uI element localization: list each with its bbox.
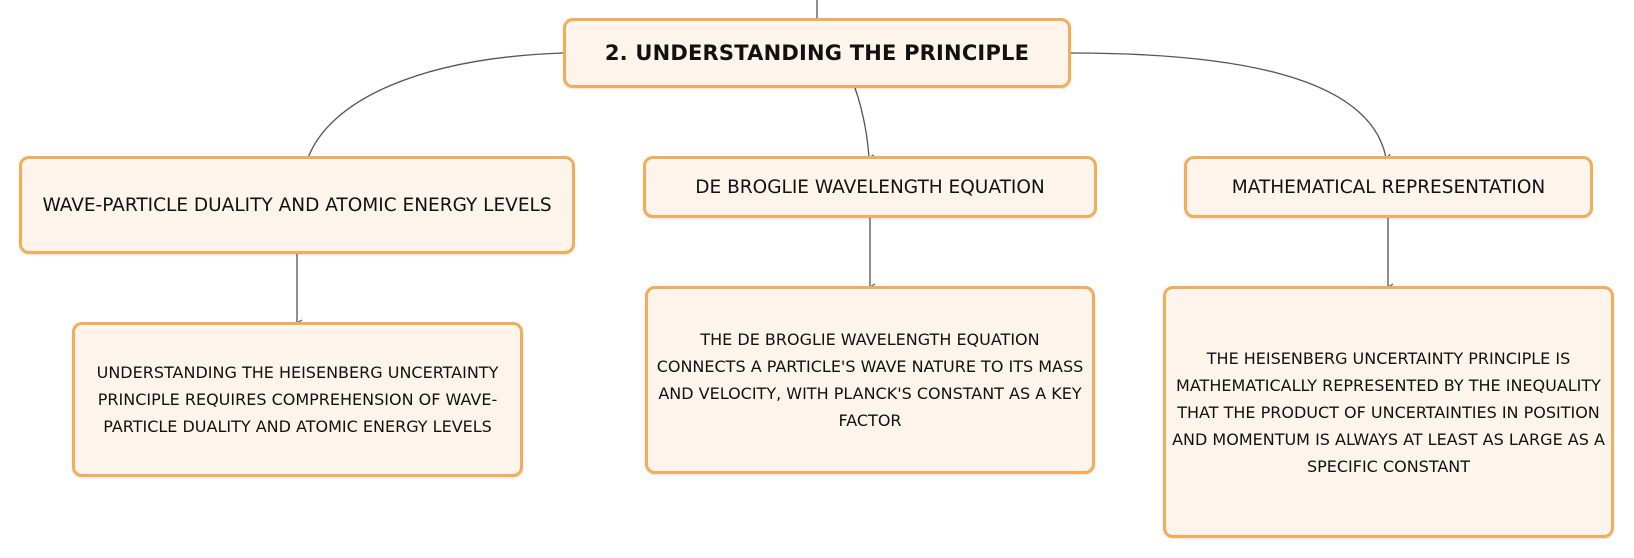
detail-node-wave-particle-duality[interactable]: UNDERSTANDING THE HEISENBERG UNCERTAINTY… xyxy=(72,322,523,477)
detail-node-mathematical-representation[interactable]: THE HEISENBERG UNCERTAINTY PRINCIPLE IS … xyxy=(1163,286,1614,538)
root-topic-label: 2. UNDERSTANDING THE PRINCIPLE xyxy=(604,41,1030,65)
connector-root-to-math-representation xyxy=(1070,52,1386,158)
topic-label-wave-particle-duality: WAVE-PARTICLE DUALITY AND ATOMIC ENERGY … xyxy=(42,194,552,216)
detail-text-de-broglie-equation: THE DE BROGLIE WAVELENGTH EQUATION CONNE… xyxy=(656,330,1084,430)
detail-text-wave-particle-duality: UNDERSTANDING THE HEISENBERG UNCERTAINTY… xyxy=(96,363,499,436)
detail-text-mathematical-representation: THE HEISENBERG UNCERTAINTY PRINCIPLE IS … xyxy=(1172,348,1605,476)
topic-node-de-broglie-equation[interactable]: DE BROGLIE WAVELENGTH EQUATION xyxy=(643,156,1097,218)
topic-node-wave-particle-duality[interactable]: WAVE-PARTICLE DUALITY AND ATOMIC ENERGY … xyxy=(19,156,575,254)
connector-root-to-de-broglie xyxy=(854,87,869,158)
root-topic-node[interactable]: 2. UNDERSTANDING THE PRINCIPLE xyxy=(563,18,1071,88)
detail-node-de-broglie-equation[interactable]: THE DE BROGLIE WAVELENGTH EQUATION CONNE… xyxy=(645,286,1095,474)
topic-label-de-broglie-equation: DE BROGLIE WAVELENGTH EQUATION xyxy=(695,176,1045,198)
connector-root-to-wave-particle xyxy=(308,52,564,158)
topic-node-mathematical-representation[interactable]: MATHEMATICAL REPRESENTATION xyxy=(1184,156,1593,218)
topic-label-mathematical-representation: MATHEMATICAL REPRESENTATION xyxy=(1231,176,1546,198)
